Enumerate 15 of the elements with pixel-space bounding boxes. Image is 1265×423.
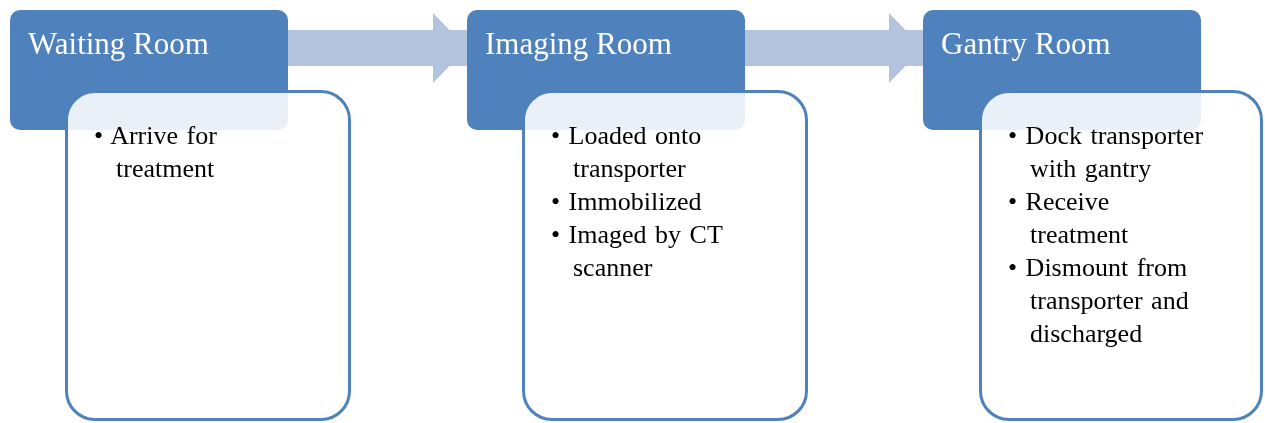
bullet-item: • Imaged by CT scanner — [551, 219, 724, 284]
room-title: Waiting Room — [28, 26, 209, 62]
bullet-item: • Arrive for treatment — [94, 120, 218, 185]
content-box — [65, 90, 351, 421]
block-arrow — [288, 13, 467, 83]
bullet-item: • Loaded onto transporter — [551, 120, 703, 185]
room-title: Gantry Room — [941, 26, 1111, 62]
bullet-item: • Dismount from transporter and discharged — [1008, 252, 1190, 350]
block-arrow — [745, 13, 923, 83]
content-box — [979, 90, 1263, 421]
bullet-item: • Receive treatment — [1008, 186, 1130, 251]
bullet-item: • Dock transporter with gantry — [1008, 120, 1205, 185]
content-box — [522, 90, 808, 421]
bullet-item: • Immobilized — [551, 186, 703, 218]
room-title: Imaging Room — [485, 26, 672, 62]
